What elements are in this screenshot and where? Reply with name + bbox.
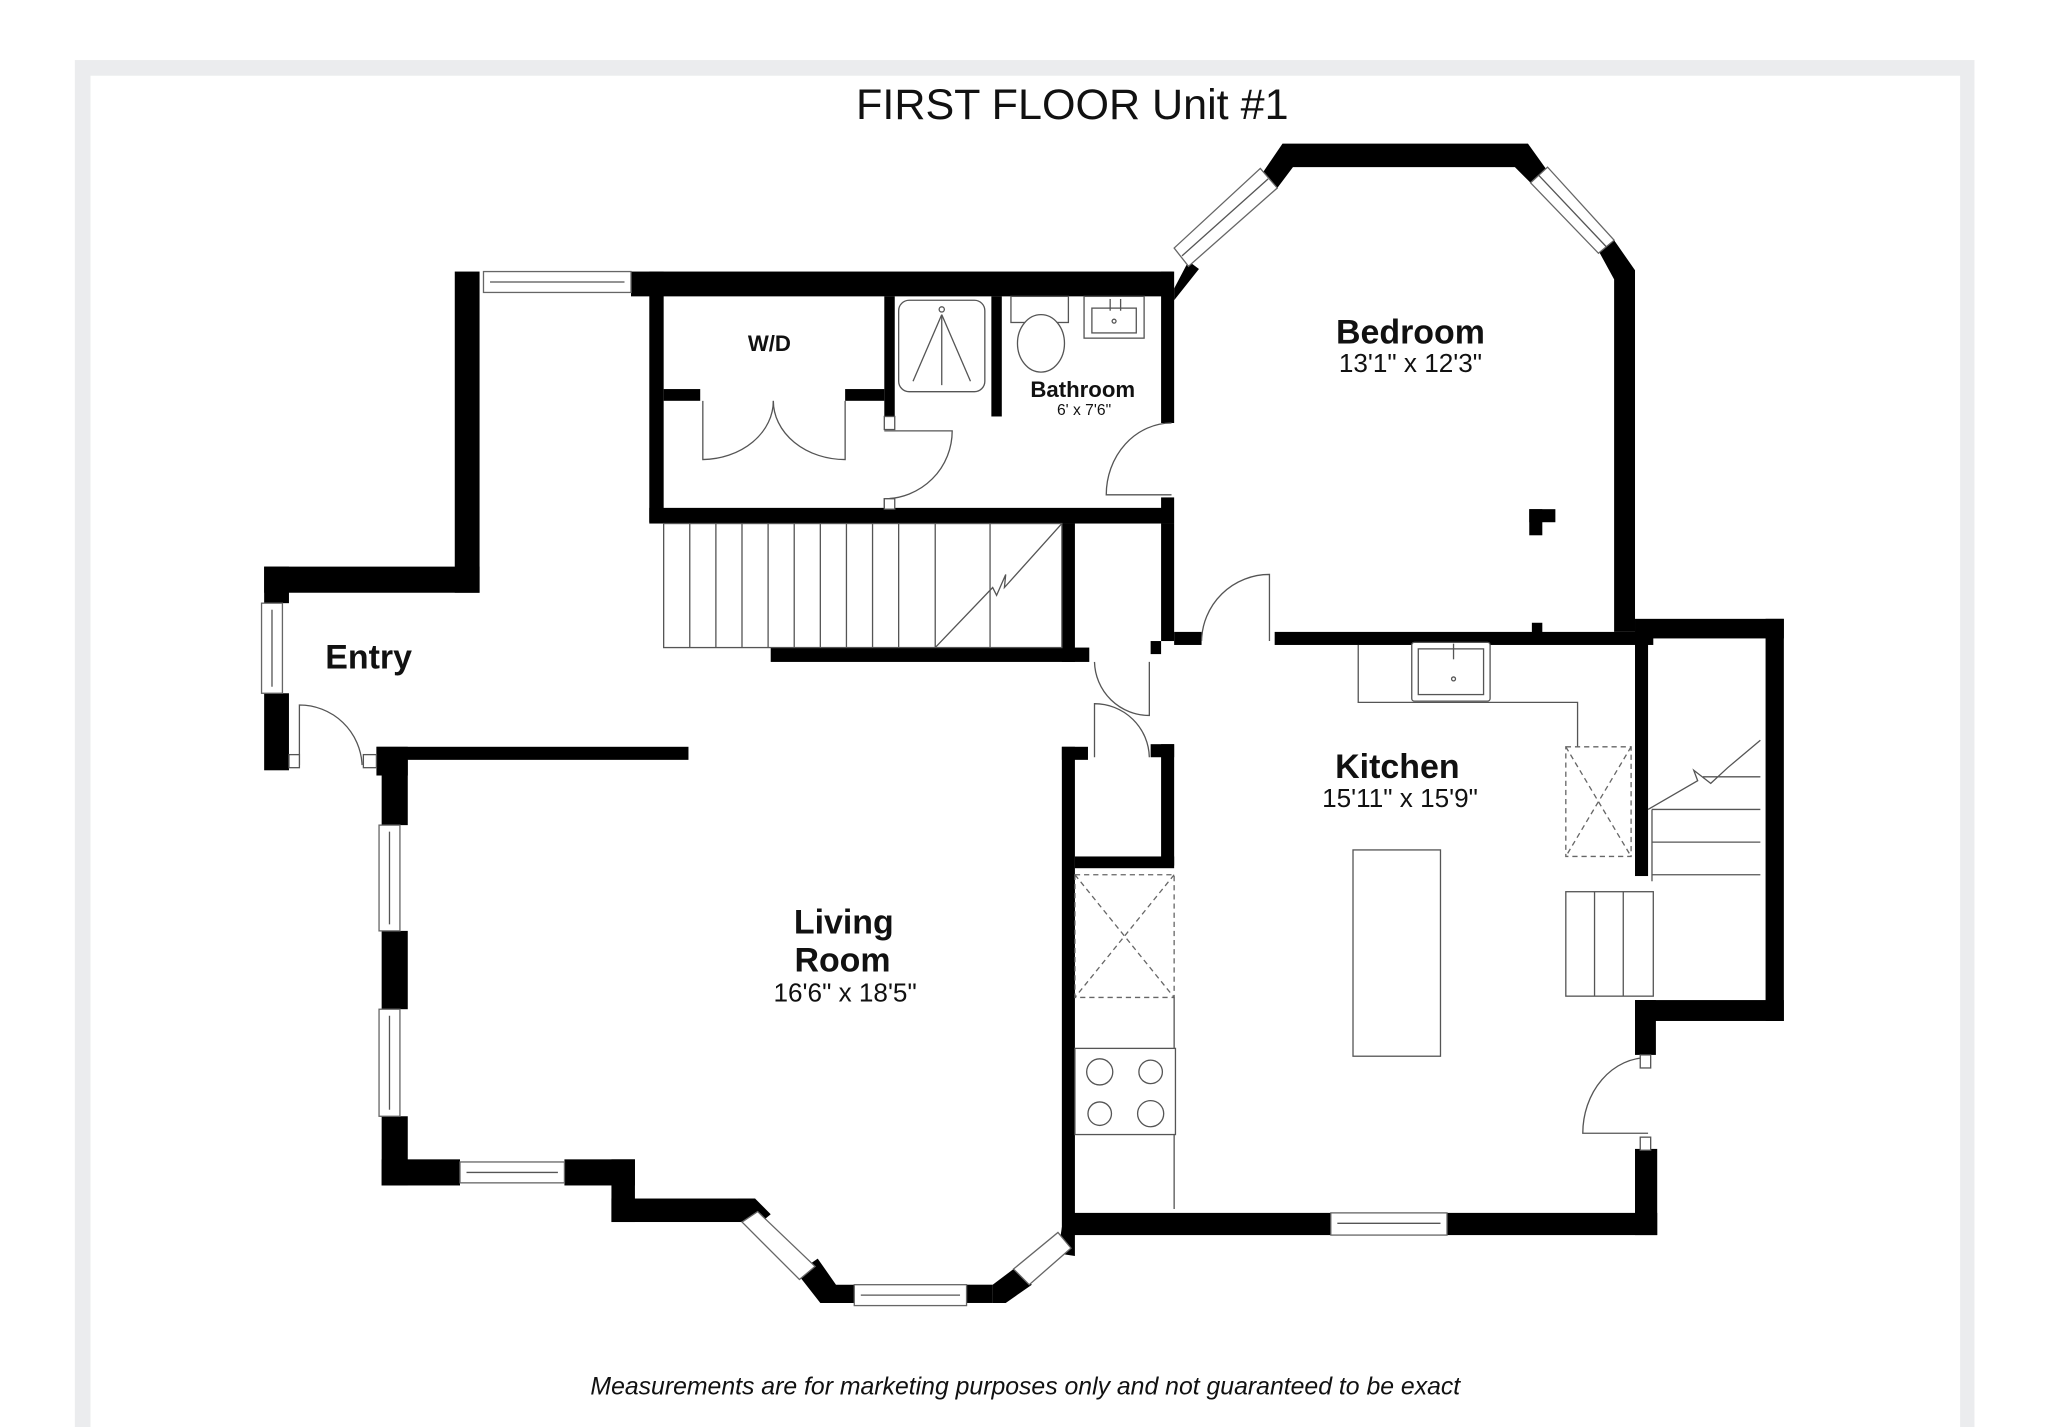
room-label-wd: W/D	[748, 331, 791, 356]
toilet-icon	[1010, 295, 1070, 373]
bathroom-dimensions: 6' x 7'6"	[1057, 402, 1111, 419]
plan-title: FIRST FLOOR Unit #1	[856, 81, 1289, 129]
window-bay-right	[1012, 1231, 1072, 1286]
room-label-living-room: Living Room 16'6" x 18'5"	[774, 903, 917, 1007]
shower-icon	[898, 299, 986, 393]
bathroom-sink-icon	[1083, 295, 1145, 339]
stove-icon	[1074, 997, 1177, 1209]
walls	[264, 143, 1784, 1303]
living-room-name-line1: Living	[794, 903, 894, 941]
rear-staircase-icon	[1647, 739, 1761, 882]
bedroom-dimensions: 13'1" x 12'3"	[1339, 348, 1482, 378]
room-label-bedroom: Bedroom 13'1" x 12'3"	[1336, 313, 1485, 378]
living-room-dimensions: 16'6" x 18'5"	[774, 977, 917, 1007]
doors	[288, 400, 1652, 1151]
living-room-name-line2: Room	[794, 941, 890, 979]
windows	[260, 166, 1616, 1307]
refrigerator-icon	[1074, 874, 1175, 999]
window-bay-left	[740, 1210, 817, 1281]
disclaimer-footer: Measurements are for marketing purposes …	[590, 1373, 1461, 1400]
bedroom-name: Bedroom	[1336, 313, 1485, 351]
room-label-bathroom: Bathroom 6' x 7'6"	[1030, 377, 1135, 419]
room-label-entry: Entry	[325, 638, 412, 676]
rear-steps-icon	[1565, 891, 1654, 997]
bathroom-name: Bathroom	[1030, 377, 1135, 402]
pantry-icon	[1565, 746, 1632, 858]
room-label-kitchen: Kitchen 15'11" x 15'9"	[1322, 748, 1478, 813]
kitchen-name: Kitchen	[1335, 748, 1459, 786]
kitchen-island-icon	[1352, 849, 1442, 1057]
kitchen-dimensions: 15'11" x 15'9"	[1322, 783, 1478, 813]
main-staircase-icon	[663, 522, 1063, 649]
kitchen-counter	[1357, 641, 1579, 747]
